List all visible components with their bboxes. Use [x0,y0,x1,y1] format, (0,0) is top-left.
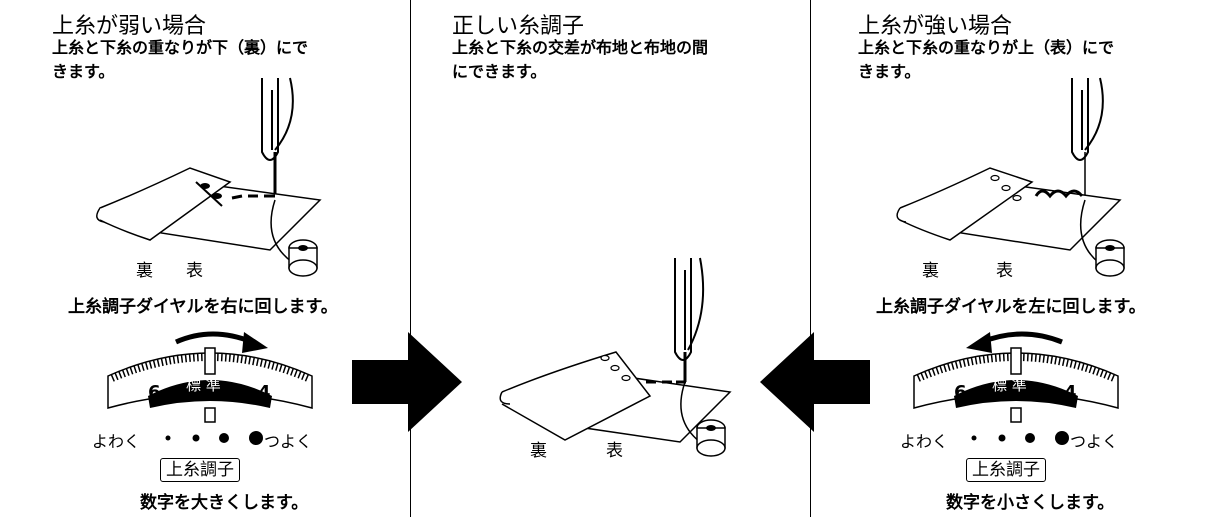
scale-strong: つよく [1070,432,1119,451]
result-text: 数字を大きくします。 [140,493,309,513]
fabric-illustration [499,257,732,457]
divider-left [410,0,411,517]
needle-icon [674,257,705,382]
panel-title: 正しい糸調子 [452,14,585,39]
dial-center-label: 標 準 [186,376,221,394]
desc-line: にできます。 [452,62,547,81]
label-front: 表 [606,441,623,461]
scale-weak: よわく [900,432,949,451]
bobbin-icon [1079,199,1125,277]
panel-correct-tension: 正しい糸調子 上糸と下糸の交差が布地と布地の間 にできます。 裏 [410,0,810,517]
scale-dots [971,431,1069,445]
dial-center-label: 標 準 [992,376,1027,394]
panel-description: 上糸と下糸の交差が布地と布地の間 にできます。 [452,36,812,84]
desc-line: 上糸と下糸の交差が布地と布地の間 [452,38,709,57]
fabric-icon [499,351,732,443]
label-front: 表 [996,261,1013,281]
desc-line: 上糸と下糸の重なりが上（表）にで [858,38,1115,57]
divider-right [810,0,811,517]
panel-strong-tension: 上糸が強い場合 上糸と下糸の重なりが上（表）にで きます。 裏 表 [810,0,1207,517]
fabric-illustration [896,77,1125,277]
panel-title: 上糸が弱い場合 [52,14,207,39]
needle-icon [1071,77,1104,200]
label-back: 裏 [136,261,153,281]
dial-left-number: 6 [954,382,967,403]
dial-right-number: 4 [1064,382,1077,403]
tension-label-box: 上糸調子 [966,458,1046,482]
panel-weak-tension: 上糸が弱い場合 上糸と下糸の重なりが下（裏）にで きます。 [0,0,410,517]
panel-description: 上糸と下糸の重なりが下（裏）にで きます。 [52,36,412,84]
label-front: 表 [186,261,203,281]
desc-line: 上糸と下糸の重なりが下（裏）にで [52,38,309,57]
fabric-icon [96,167,322,251]
panel-description: 上糸と下糸の重なりが上（表）にで きます。 [858,36,1207,84]
desc-line: きます。 [52,62,115,81]
tension-dial-icon [913,331,1119,423]
bobbin-icon [270,199,318,277]
fabric-icon [896,167,1122,251]
tension-dial-icon [107,331,313,423]
bobbin-icon [680,381,726,457]
dial-instruction: 上糸調子ダイヤルを左に回します。 [876,297,1146,317]
dial-instruction: 上糸調子ダイヤルを右に回します。 [68,297,338,317]
arrow-left-icon [760,332,870,432]
desc-line: きます。 [858,62,921,81]
scale-dots [165,431,263,445]
result-text: 数字を小さくします。 [946,493,1115,513]
fabric-illustration [96,77,322,277]
tension-label-box: 上糸調子 [160,458,240,482]
scale-weak: よわく [92,432,141,451]
arrow-counterclockwise-icon [981,331,1063,345]
arrow-clockwise-icon [174,331,253,345]
dial-left-number: 6 [148,382,161,403]
label-back: 裏 [922,261,939,281]
scale-strong: つよく [264,432,313,451]
label-back: 裏 [530,441,547,461]
arrow-right-icon [352,332,462,432]
dial-right-number: 4 [258,382,271,403]
needle-icon [261,77,294,200]
panel-title: 上糸が強い場合 [858,14,1013,39]
